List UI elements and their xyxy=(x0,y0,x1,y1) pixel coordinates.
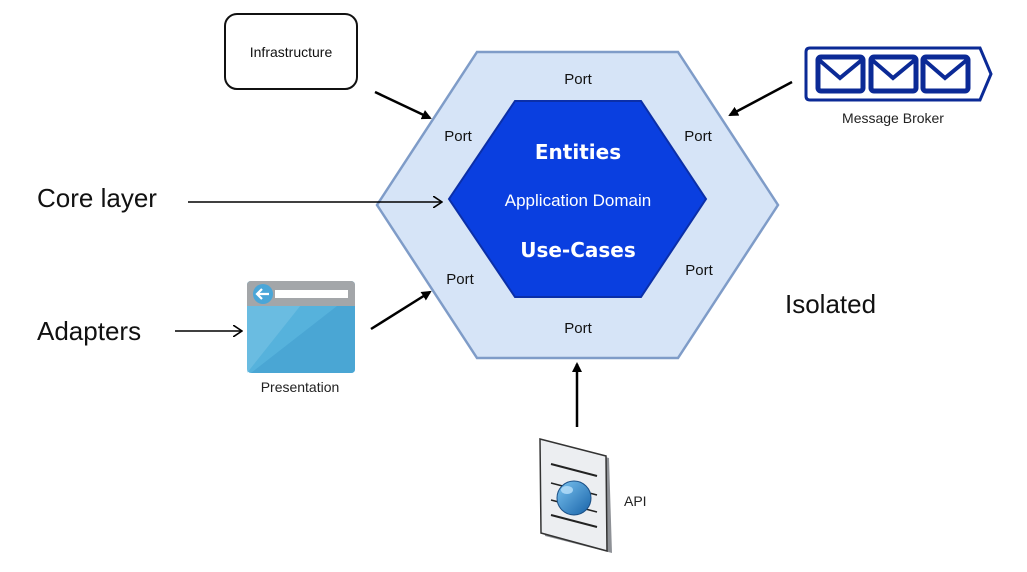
globe-panel-icon xyxy=(539,438,612,553)
browser-window-icon xyxy=(247,281,355,373)
presentation-label: Presentation xyxy=(261,379,340,395)
api-label: API xyxy=(624,493,647,509)
core-use-cases-label: Use-Cases xyxy=(520,238,636,262)
envelope-queue-icon xyxy=(804,46,993,102)
port-top-label: Port xyxy=(564,71,592,88)
port-upper-left-label: Port xyxy=(444,128,472,145)
core-layer-annotation: Core layer xyxy=(37,183,157,213)
infrastructure-node: Infrastructure xyxy=(224,13,358,90)
infrastructure-label: Infrastructure xyxy=(250,44,333,60)
presentation-node: Presentation xyxy=(247,281,355,395)
back-arrow-icon xyxy=(255,288,269,300)
api-node: API xyxy=(539,438,647,553)
isolated-annotation: Isolated xyxy=(785,289,876,319)
inner-hexagon-core xyxy=(447,100,708,298)
port-lower-left-label: Port xyxy=(446,271,474,288)
port-upper-right-label: Port xyxy=(684,128,712,145)
infrastructure-box xyxy=(224,13,358,90)
port-bottom-label: Port xyxy=(564,320,592,337)
port-lower-right-label: Port xyxy=(685,262,713,279)
message-broker-label: Message Broker xyxy=(842,110,944,126)
arrow-presentation-to-port xyxy=(370,290,432,331)
message-broker-node: Message Broker xyxy=(804,46,993,126)
core-entities-label: Entities xyxy=(535,140,621,164)
arrow-infrastructure-to-port xyxy=(374,90,432,120)
core-domain-label: Application Domain xyxy=(505,191,651,210)
adapters-annotation: Adapters xyxy=(37,316,141,346)
arrow-message-broker-to-port xyxy=(728,80,793,117)
